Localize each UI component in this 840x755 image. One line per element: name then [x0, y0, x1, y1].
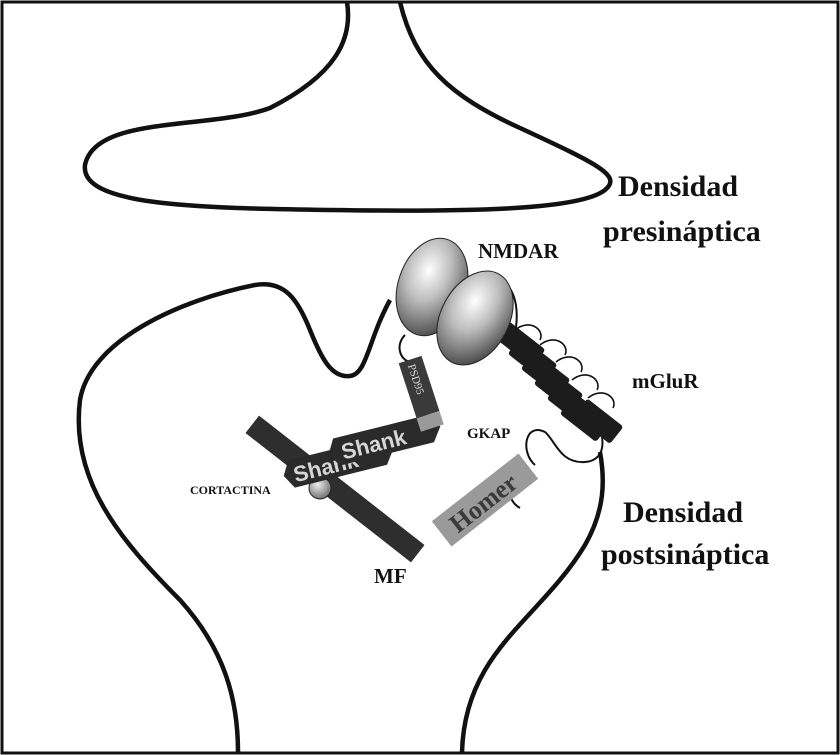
- postsynaptic-label-line1: Densidad: [623, 496, 743, 529]
- nmdar-to-psd95-link: [400, 335, 410, 362]
- postsynaptic-spine-outline: [79, 284, 390, 752]
- mglur-receptor: [496, 321, 624, 444]
- presynaptic-label-line2: presináptica: [603, 215, 761, 248]
- homer-protein: Homer: [432, 454, 538, 547]
- mf-label: MF: [374, 564, 407, 588]
- gkap-label: GKAP: [467, 426, 510, 442]
- psd95-protein: PSD95: [399, 356, 444, 432]
- presynaptic-label-line1: Densidad: [618, 170, 738, 203]
- mglur-label: mGluR: [632, 369, 699, 393]
- nmdar-label: NMDAR: [478, 239, 559, 263]
- presynaptic-terminal-outline: [85, 2, 611, 211]
- cortactina-label: CORTACTINA: [190, 483, 271, 497]
- postsynaptic-label-line2: postsináptica: [601, 538, 769, 571]
